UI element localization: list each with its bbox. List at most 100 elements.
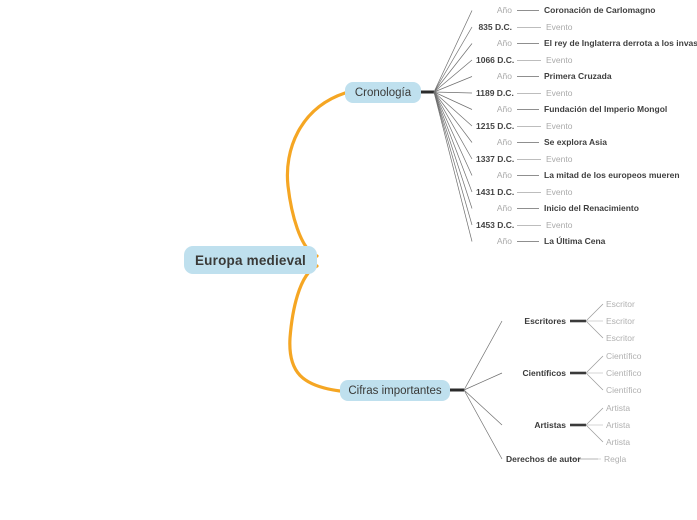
chronology-row-dash [517, 158, 541, 160]
chronology-row[interactable]: 1066 D.C. Evento [476, 54, 572, 67]
chronology-key-label: Año [496, 104, 512, 114]
cifras-fan [463, 320, 503, 460]
cifras-child-label[interactable]: Científico [606, 351, 642, 361]
chronology-value-label: Evento [546, 219, 573, 230]
chronology-row[interactable]: Año La mitad de los europeos mueren [476, 169, 680, 182]
cifras-child-wire [585, 320, 604, 339]
chronology-row-dash [517, 109, 539, 110]
chronology-key-label: Año [496, 5, 512, 15]
root-node-label: Europa medieval [194, 252, 307, 268]
chronology-row-dash [517, 125, 541, 127]
cronologia-leaf-wire [433, 10, 473, 93]
cifras-group-label[interactable]: Escritores [524, 316, 566, 326]
cronologia-leaf-wire [433, 26, 473, 93]
chronology-value-label: Evento [546, 186, 573, 197]
cifras-child-label[interactable]: Escritor [606, 316, 635, 326]
cifras-group-wire [463, 389, 503, 426]
cifras-group-label[interactable]: Científicos [522, 368, 566, 378]
cronologia-leaf-wire [433, 91, 473, 176]
cronologia-leaf-wire [433, 91, 473, 242]
cifras-group-wire [463, 320, 503, 391]
chronology-row-dash [517, 76, 539, 77]
chronology-row-dash [517, 142, 539, 143]
chronology-year-label: 1453 D.C. [476, 219, 515, 230]
chronology-row[interactable]: 1453 D.C. Evento [476, 219, 572, 232]
chronology-value-label: Se explora Asia [544, 137, 607, 147]
chronology-value-label: Evento [546, 21, 573, 32]
chronology-row[interactable]: 1431 D.C. Evento [476, 186, 572, 199]
cifras-child-wire [585, 372, 604, 391]
chronology-value-label: La Última Cena [544, 236, 606, 246]
chronology-value-label: El rey de Inglaterra derrota a los invas… [544, 38, 697, 48]
cifras-group-wire [463, 372, 503, 391]
chronology-value-label: La mitad de los europeos mueren [544, 170, 680, 180]
chronology-row-dash [517, 59, 541, 61]
chronology-value-label: Inicio del Renacimiento [544, 203, 639, 213]
cifras-child-label[interactable]: Científico [606, 368, 642, 378]
cronologia-leaf-wire [433, 59, 473, 93]
chronology-year-label: 1337 D.C. [476, 153, 515, 164]
chronology-row[interactable]: 835 D.C. Evento [476, 21, 572, 34]
cronologia-leaf-wire [433, 91, 473, 209]
chronology-year-label: 1431 D.C. [476, 186, 515, 197]
cronologia-leaf-wire [433, 91, 473, 160]
cifras-child-label[interactable]: Escritor [606, 299, 635, 309]
chronology-key-label: Año [496, 203, 512, 213]
chronology-row[interactable]: 1337 D.C. Evento [476, 153, 572, 166]
chronology-row[interactable]: 1215 D.C. Evento [476, 120, 572, 133]
chronology-key-label: Año [496, 236, 512, 246]
chronology-year-label: 1066 D.C. [476, 54, 515, 65]
cronologia-fan [433, 10, 473, 242]
chronology-row-dash [517, 224, 541, 226]
cronologia-leaf-wire [433, 91, 473, 110]
trunk-edges [285, 91, 347, 393]
chronology-row-dash [517, 191, 541, 193]
chronology-row[interactable]: 1189 D.C.Evento [476, 87, 572, 100]
chronology-key-label: Año [496, 137, 512, 147]
cronologia-leaf-wire [433, 43, 473, 93]
branch-node-cifras[interactable]: Cifras importantes [340, 380, 450, 401]
chronology-row-dash [517, 241, 539, 242]
cifras-child-label[interactable]: Regla [604, 454, 627, 464]
chronology-row-dash [517, 10, 539, 11]
chronology-row[interactable]: Año El rey de Inglaterra derrota a los in… [476, 37, 697, 50]
chronology-row[interactable]: Año Se explora Asia [476, 136, 607, 149]
chronology-row[interactable]: Año Coronación de Carlomagno [476, 4, 656, 17]
chronology-value-label: Evento [546, 120, 573, 131]
cifras-group-label[interactable]: Derechos de autor [506, 454, 581, 464]
root-node[interactable]: Europa medieval [184, 246, 317, 274]
chronology-value-label: Evento [546, 54, 573, 65]
cifras-child-label[interactable]: Artista [606, 403, 631, 413]
cifras-child-wire [585, 424, 604, 443]
cifras-subfans [570, 303, 604, 460]
chronology-value-label: Primera Cruzada [544, 71, 612, 81]
chronology-row[interactable]: Año La Última Cena [476, 235, 606, 248]
chronology-value-label: Evento [546, 153, 573, 164]
chronology-row[interactable]: Año Inicio del Renacimiento [476, 202, 639, 215]
cifras-child-label[interactable]: Artista [606, 437, 631, 447]
trunk-to-cronologia [285, 91, 347, 258]
cifras-child-wire [585, 407, 604, 426]
chronology-year-label: 1189 D.C. [476, 87, 514, 98]
chronology-row-dash [517, 208, 539, 209]
cifras-child-label[interactable]: Escritor [606, 333, 635, 343]
cifras-child-wire [585, 355, 604, 374]
cronologia-leaf-wire [433, 91, 473, 143]
branch-node-cronologia[interactable]: Cronología [345, 82, 421, 103]
trunk-to-cifras [288, 264, 342, 393]
cronologia-leaf-wire [433, 91, 473, 94]
chronology-year-label: 1215 D.C. [476, 120, 515, 131]
cifras-child-label[interactable]: Artista [606, 420, 631, 430]
cifras-group-label[interactable]: Artistas [534, 420, 566, 430]
cronologia-leaf-wire [433, 91, 473, 127]
chronology-value-label: Coronación de Carlomagno [544, 5, 656, 15]
chronology-key-label: Año [496, 38, 512, 48]
chronology-year-label: 835 D.C. [478, 21, 512, 32]
chronology-key-label: Año [496, 170, 512, 180]
cifras-child-wire [585, 303, 604, 322]
branch-node-cronologia-label: Cronología [354, 86, 412, 99]
cifras-child-label[interactable]: Científico [606, 385, 642, 395]
